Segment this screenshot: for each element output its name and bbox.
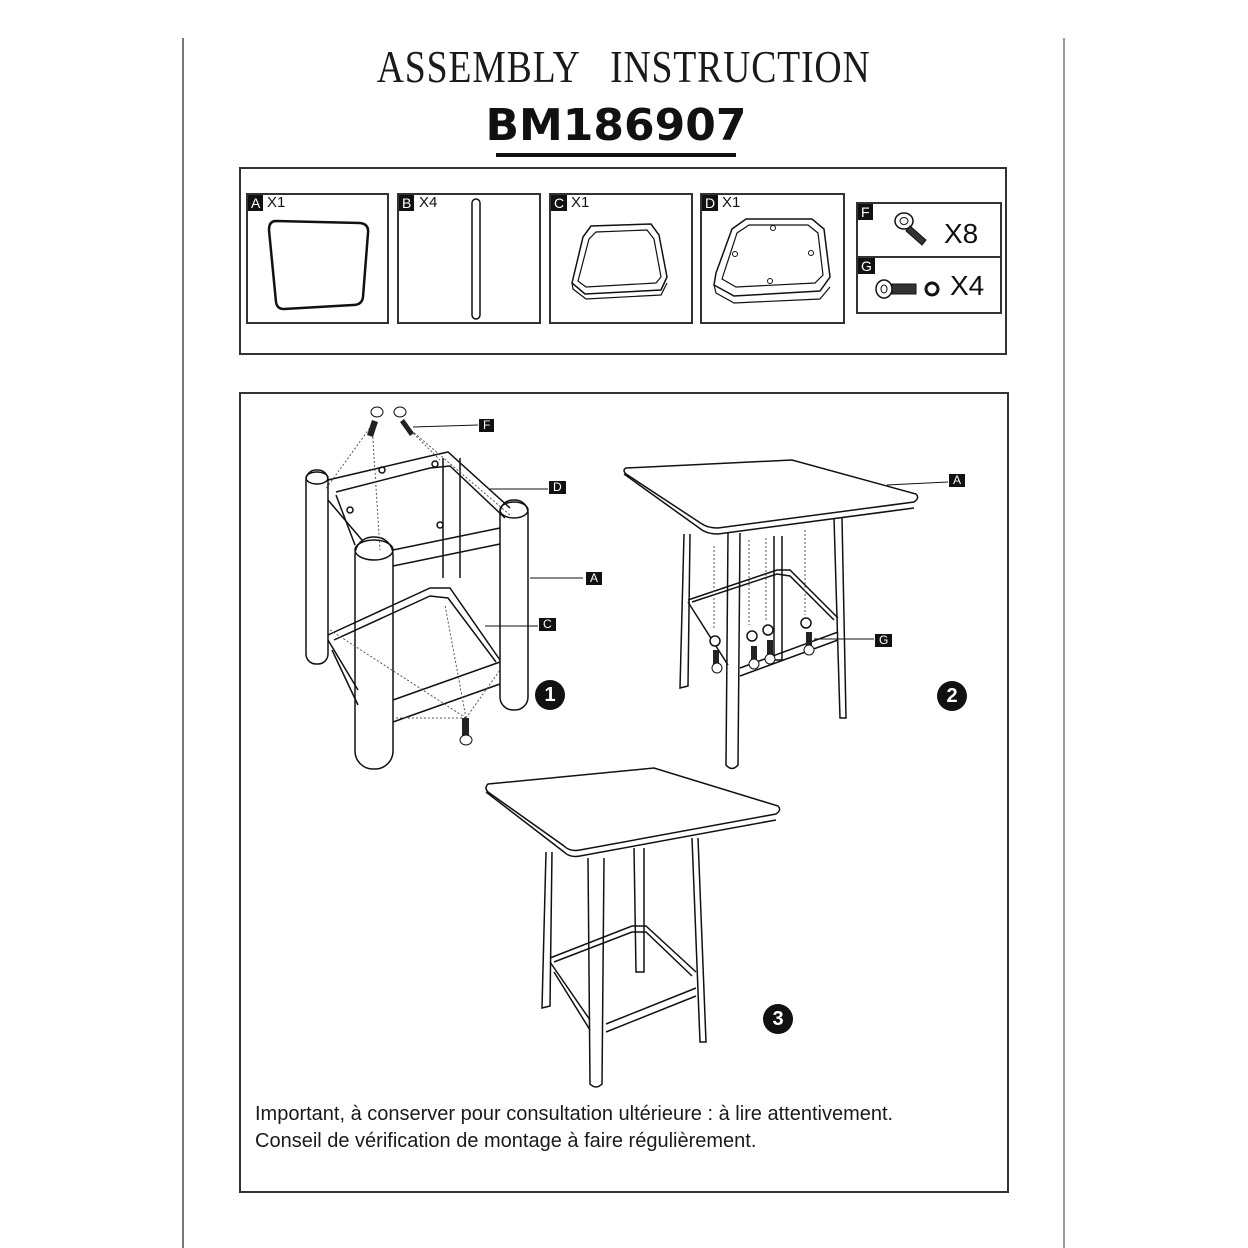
step-2-callout-a: A [949,474,966,487]
bolt-washer-icon [709,617,815,674]
tabletop-icon [267,219,370,311]
part-c-card: C X1 [549,193,693,324]
note-line-1: Important, à conserver pour consultation… [255,1103,894,1125]
step-1-callout-f: F [479,419,495,432]
part-a-tag: A [248,195,264,211]
bolt-washer-icon [875,279,940,299]
part-f-tag: F [858,204,873,220]
step-3-diagram [485,767,781,1088]
assembly-steps [239,392,1009,1193]
page-border-left [182,38,184,1248]
parts-list [239,167,1007,355]
part-g-card: G X4 [856,256,1002,314]
model-underline [496,153,736,157]
part-d-tag: D [702,195,719,211]
step-1-diagram [305,406,583,770]
leg-icon [471,198,481,320]
part-a-quantity: X1 [267,194,286,211]
part-b-quantity: X4 [419,194,438,211]
step-2-diagram [623,459,949,770]
part-c-quantity: X1 [571,194,590,211]
bolt-icon [367,406,473,746]
step-2-number: 2 [937,681,967,711]
part-b-tag: B [399,195,415,211]
upper-frame-icon [713,218,831,304]
part-f-quantity: X8 [944,218,979,249]
note-line-2: Conseil de vérification de montage à fai… [255,1130,757,1152]
part-b-card: B X4 [397,193,541,324]
step-1-number: 1 [535,680,565,710]
step-3-number: 3 [763,1004,793,1034]
bolt-icon [894,212,927,246]
part-g-tag: G [858,258,875,274]
part-d-card: D X1 [700,193,845,324]
lower-frame-icon [571,223,668,300]
part-c-tag: C [551,195,568,211]
step-1-callout-d: D [549,481,566,494]
step-2-callout-g: G [875,634,893,647]
part-d-quantity: X1 [722,194,741,211]
part-g-quantity: X4 [950,270,985,301]
document-title: ASSEMBLY INSTRUCTION [376,41,871,92]
page-border-right [1063,38,1065,1248]
step-1-callout-c: C [539,618,556,631]
step-1-callout-a: A [586,572,603,585]
part-f-card: F X8 [856,202,1002,258]
part-a-card: A X1 [246,193,389,324]
model-number: BM186907 [485,100,747,151]
